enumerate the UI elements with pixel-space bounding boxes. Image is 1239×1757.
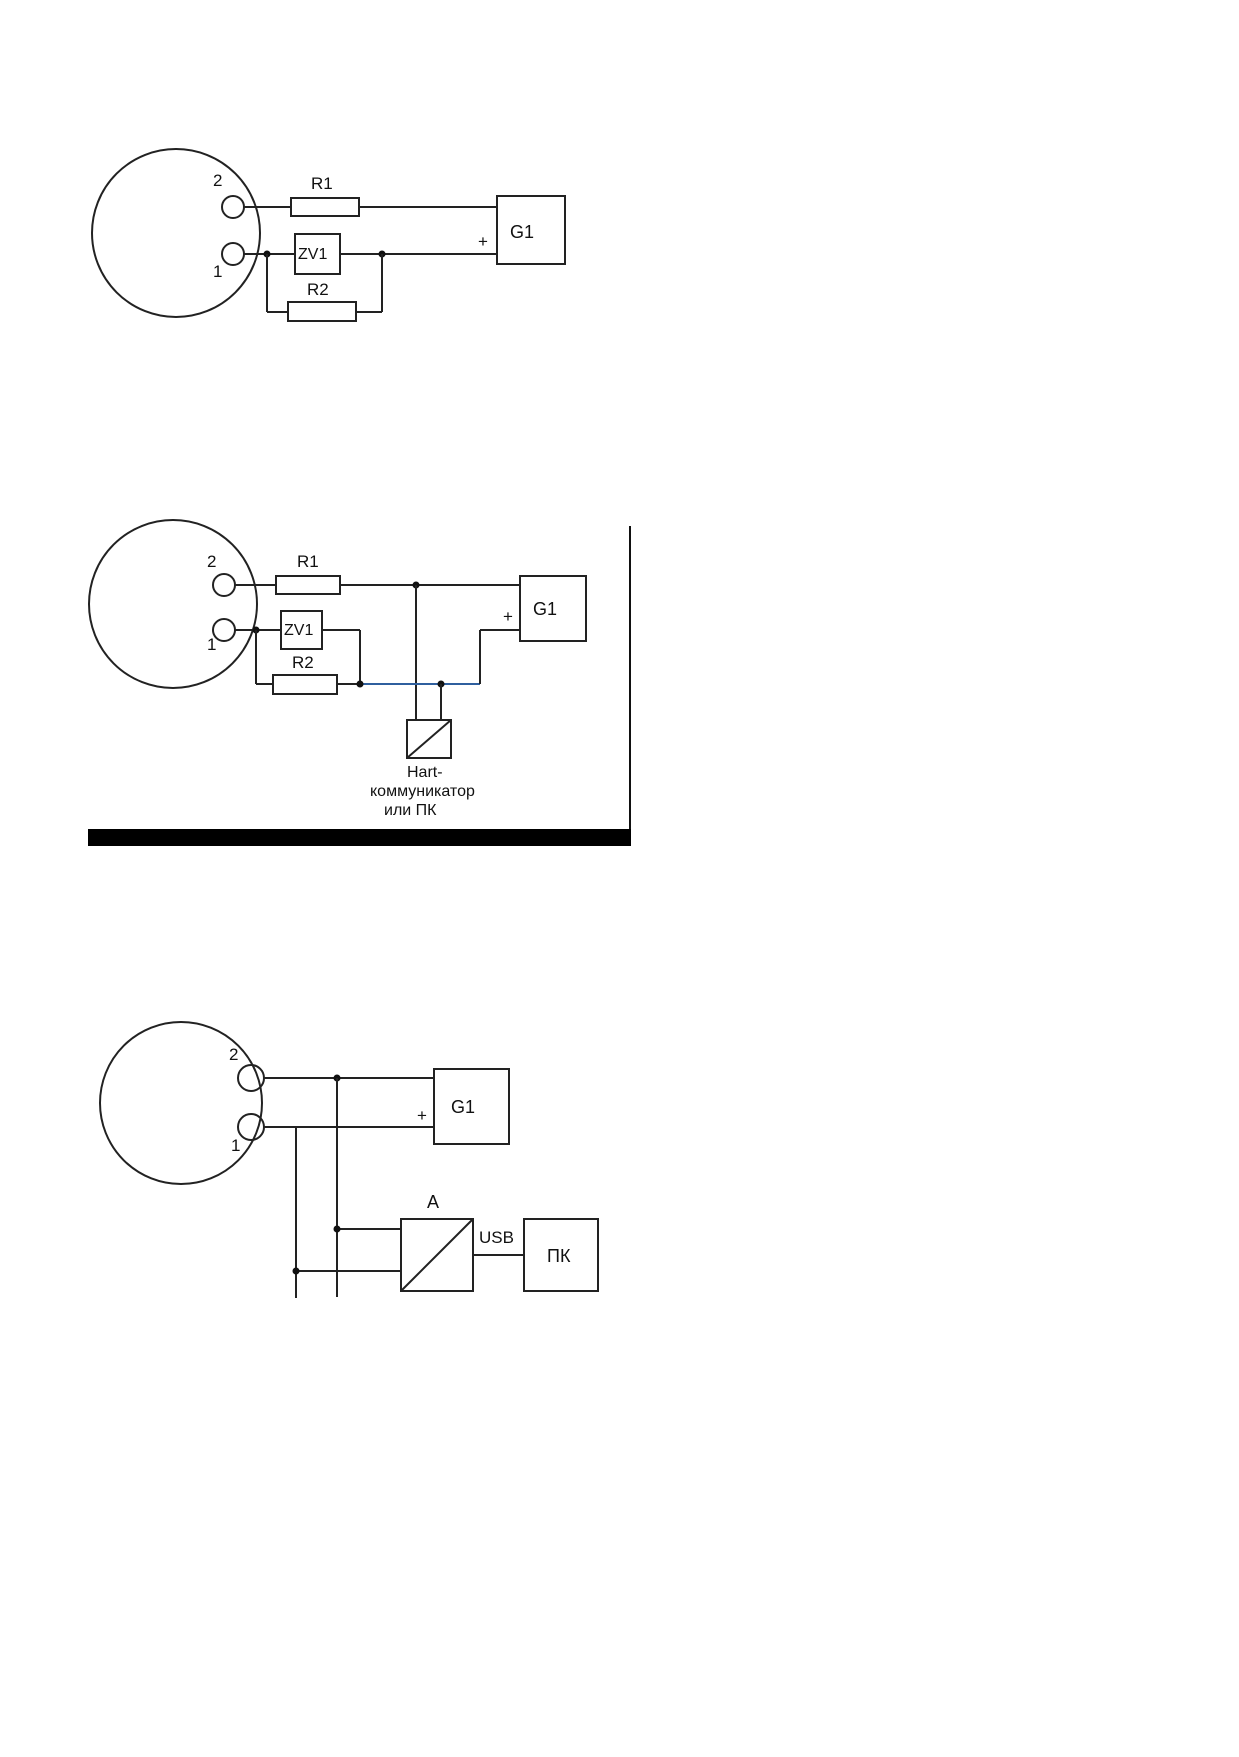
pin-2-contact — [237, 1064, 265, 1092]
pin-2-contact — [212, 573, 236, 597]
diagram-1: 2 1 R1 ZV1 + R2 G1 — [91, 148, 566, 322]
pc-box — [523, 1218, 599, 1292]
junction-node — [292, 1267, 300, 1275]
g1-label: G1 — [451, 1097, 475, 1117]
plus-label: + — [417, 1106, 427, 1125]
hart-label-line3: или ПК — [384, 802, 437, 819]
pin-1-label: 1 — [213, 262, 222, 281]
connector-body — [91, 148, 261, 318]
pin-1-contact — [221, 242, 245, 266]
power-supply-g1 — [433, 1068, 510, 1145]
resistor-r2 — [272, 674, 338, 695]
plus-label: + — [503, 607, 513, 626]
r2-label: R2 — [292, 653, 314, 672]
pc-label: ПК — [547, 1246, 571, 1266]
zv1-label: ZV1 — [298, 246, 327, 263]
frame-bottom-bar — [88, 829, 631, 846]
diagram-2: 2 1 R1 ZV1 R2 + G1 Ha — [88, 519, 631, 846]
pin-1-label: 1 — [207, 635, 216, 654]
g1-label: G1 — [533, 599, 557, 619]
r1-label: R1 — [297, 552, 319, 571]
pin-2-label: 2 — [229, 1045, 238, 1064]
resistor-r2 — [287, 301, 357, 322]
hart-label-line2: коммуникатор — [370, 783, 475, 800]
junction-node — [356, 680, 364, 688]
connector-body — [99, 1021, 263, 1185]
diagram-3: 2 1 + G1 A USB ПК — [99, 1021, 599, 1298]
power-supply-g1 — [519, 575, 587, 642]
resistor-r1 — [290, 197, 360, 217]
g1-label: G1 — [510, 222, 534, 242]
hart-label-line1: Hart- — [407, 764, 443, 781]
pin-1-contact — [237, 1113, 265, 1141]
pin-1-label: 1 — [231, 1136, 240, 1155]
connector-body — [88, 519, 258, 689]
resistor-r1 — [275, 575, 341, 595]
pin-2-label: 2 — [207, 552, 216, 571]
zv1-label: ZV1 — [284, 622, 313, 639]
plus-label: + — [478, 232, 488, 251]
adapter-a-label: A — [427, 1192, 439, 1212]
r2-label: R2 — [307, 280, 329, 299]
varistor-zv1 — [294, 233, 341, 275]
r1-label: R1 — [311, 174, 333, 193]
pin-2-label: 2 — [213, 171, 222, 190]
power-supply-g1 — [496, 195, 566, 265]
varistor-zv1 — [280, 610, 323, 650]
usb-label: USB — [479, 1228, 514, 1247]
junction-node — [333, 1225, 341, 1233]
pin-2-contact — [221, 195, 245, 219]
